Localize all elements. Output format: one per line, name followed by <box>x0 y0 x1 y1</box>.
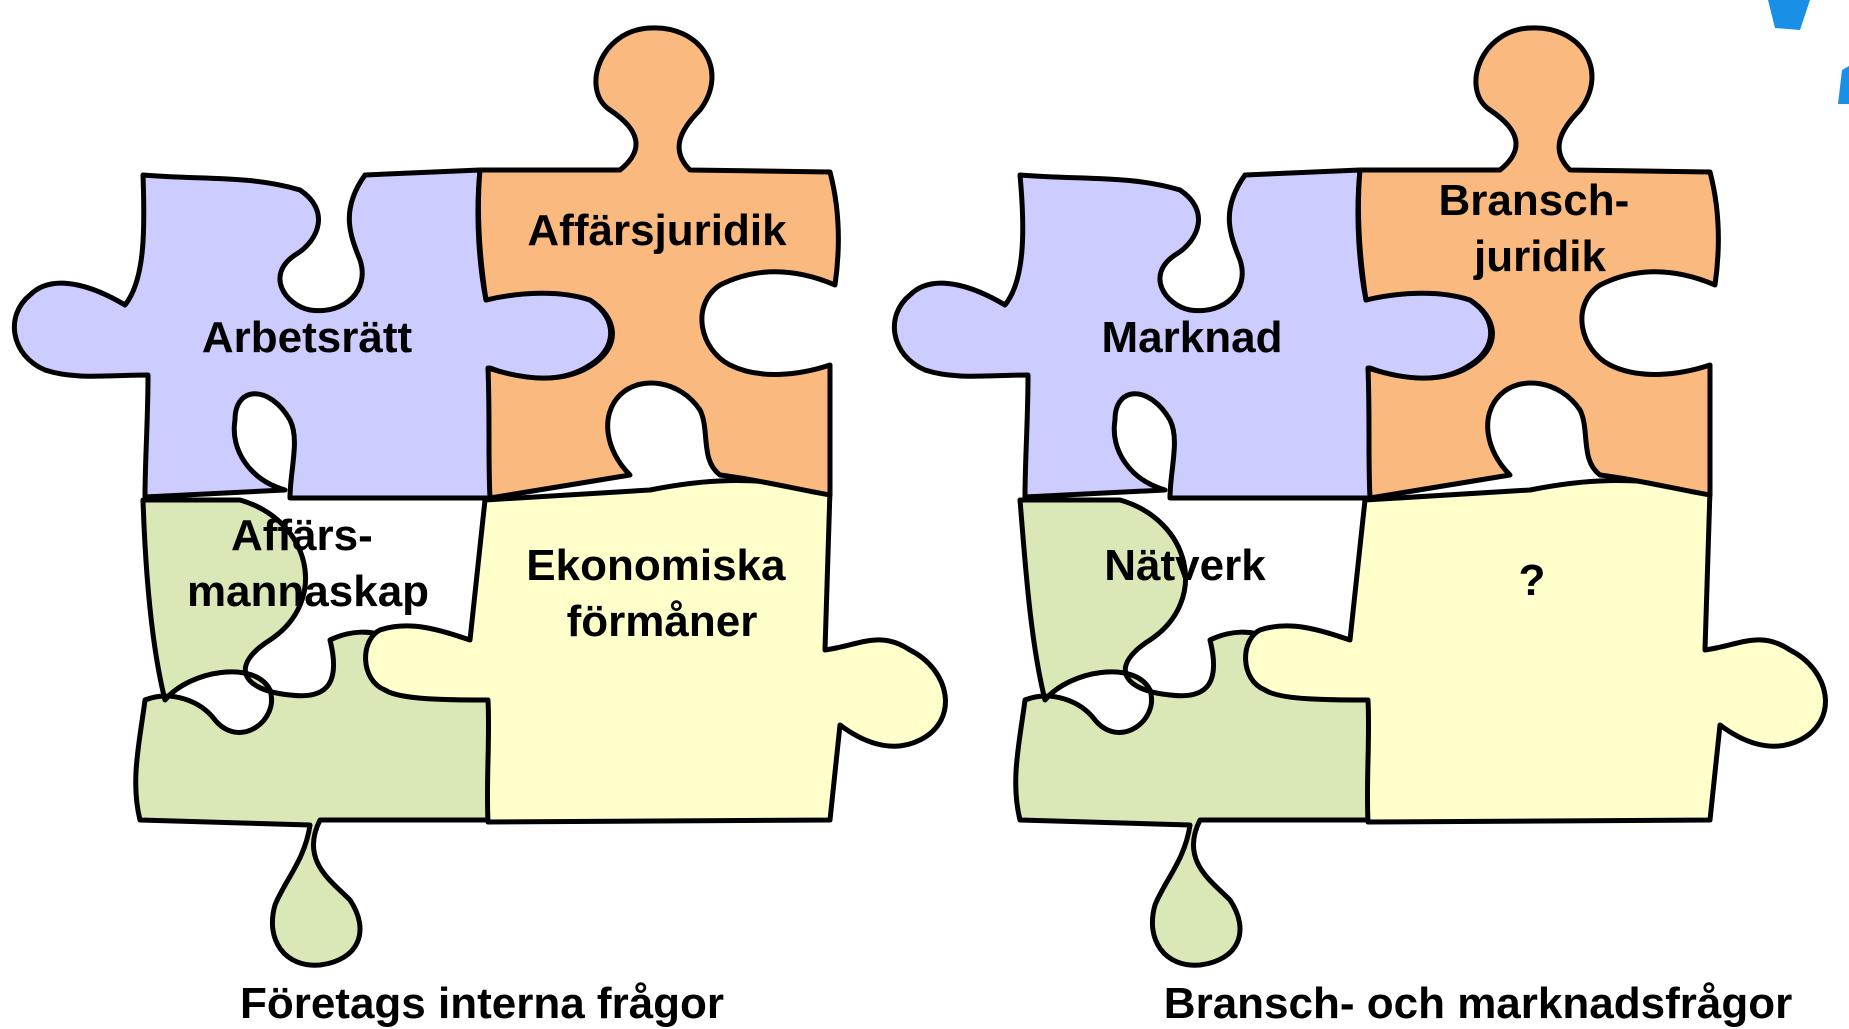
right-puzzle <box>892 25 1828 968</box>
label-affarsmannaskap: Affärs- mannaskap <box>187 511 429 616</box>
right-piece-top-right <box>1355 25 1721 501</box>
label-arbetsratt: Arbetsrätt <box>202 313 413 362</box>
label-marknad: Marknad <box>1102 313 1283 362</box>
left-piece-top-right <box>475 25 841 501</box>
right-piece-bottom-left <box>1013 497 1373 968</box>
label-natverk: Nätverk <box>1104 541 1266 590</box>
left-piece-bottom-right <box>363 478 948 825</box>
label-affarsjuridik: Affärsjuridik <box>527 206 787 255</box>
left-puzzle <box>12 25 948 968</box>
right-piece-bottom-right <box>1243 478 1828 825</box>
label-bransch-juridik: Bransch- juridik <box>1439 176 1642 281</box>
caption-left: Företags interna frågor <box>240 979 724 1028</box>
caption-right: Bransch- och marknadsfrågor <box>1164 979 1792 1028</box>
corner-logo-fragment <box>1768 0 1849 104</box>
label-question-mark: ? <box>1519 556 1546 605</box>
label-ekonomiska-formaner: Ekonomiska förmåner <box>526 541 797 646</box>
left-piece-bottom-left <box>133 497 493 968</box>
